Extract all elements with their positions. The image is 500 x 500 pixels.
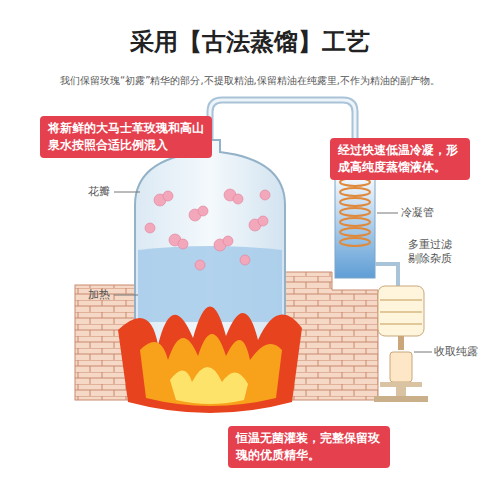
callout-box: 经过快速低温冷凝，形成高纯度蒸馏液体。 [330, 138, 470, 180]
subtitle-note: 我们保留玫瑰“初露”精华的部分,不提取精油,保留精油在纯露里,不作为精油的副产物… [20, 74, 480, 87]
filter [378, 286, 424, 336]
leader-line [114, 295, 138, 296]
still-pot [135, 140, 285, 406]
part-label: 收取纯露 [434, 345, 494, 359]
stand [374, 396, 428, 402]
part-label: 多重过滤 剔除杂质 [404, 238, 456, 267]
fire [140, 334, 282, 406]
collecting-bottle [390, 352, 412, 382]
leader-line [414, 352, 432, 353]
fire [170, 367, 248, 404]
rose-petals [145, 189, 270, 270]
outlet-pipe [375, 264, 398, 286]
stand [380, 382, 422, 387]
callout-text: 经过快速低温冷凝，形成高纯度蒸馏液体。 [338, 142, 462, 176]
condenser [335, 170, 375, 278]
fire [118, 306, 302, 413]
diagram-title: 采用【古法蒸馏】工艺 [0, 26, 500, 58]
leader-line [377, 213, 398, 214]
part-label: 花瓣 [88, 185, 118, 199]
condenser-coil [340, 178, 370, 246]
callout-box: 恒温无菌灌装，完整保留玫瑰的优质精华。 [228, 426, 390, 468]
filter-tap [398, 336, 404, 350]
filter-layers [380, 300, 422, 324]
part-label: 冷凝管 [401, 206, 451, 220]
part-label: 加热 [88, 288, 118, 302]
callout-text: 将新鲜的大马士革玫瑰和高山泉水按照合适比例混入 [48, 120, 204, 154]
leader-line [114, 192, 140, 193]
callout-text: 恒温无菌灌装，完整保留玫瑰的优质精华。 [236, 430, 382, 464]
callout-box: 将新鲜的大马士革玫瑰和高山泉水按照合适比例混入 [40, 116, 212, 158]
stand [396, 387, 406, 397]
